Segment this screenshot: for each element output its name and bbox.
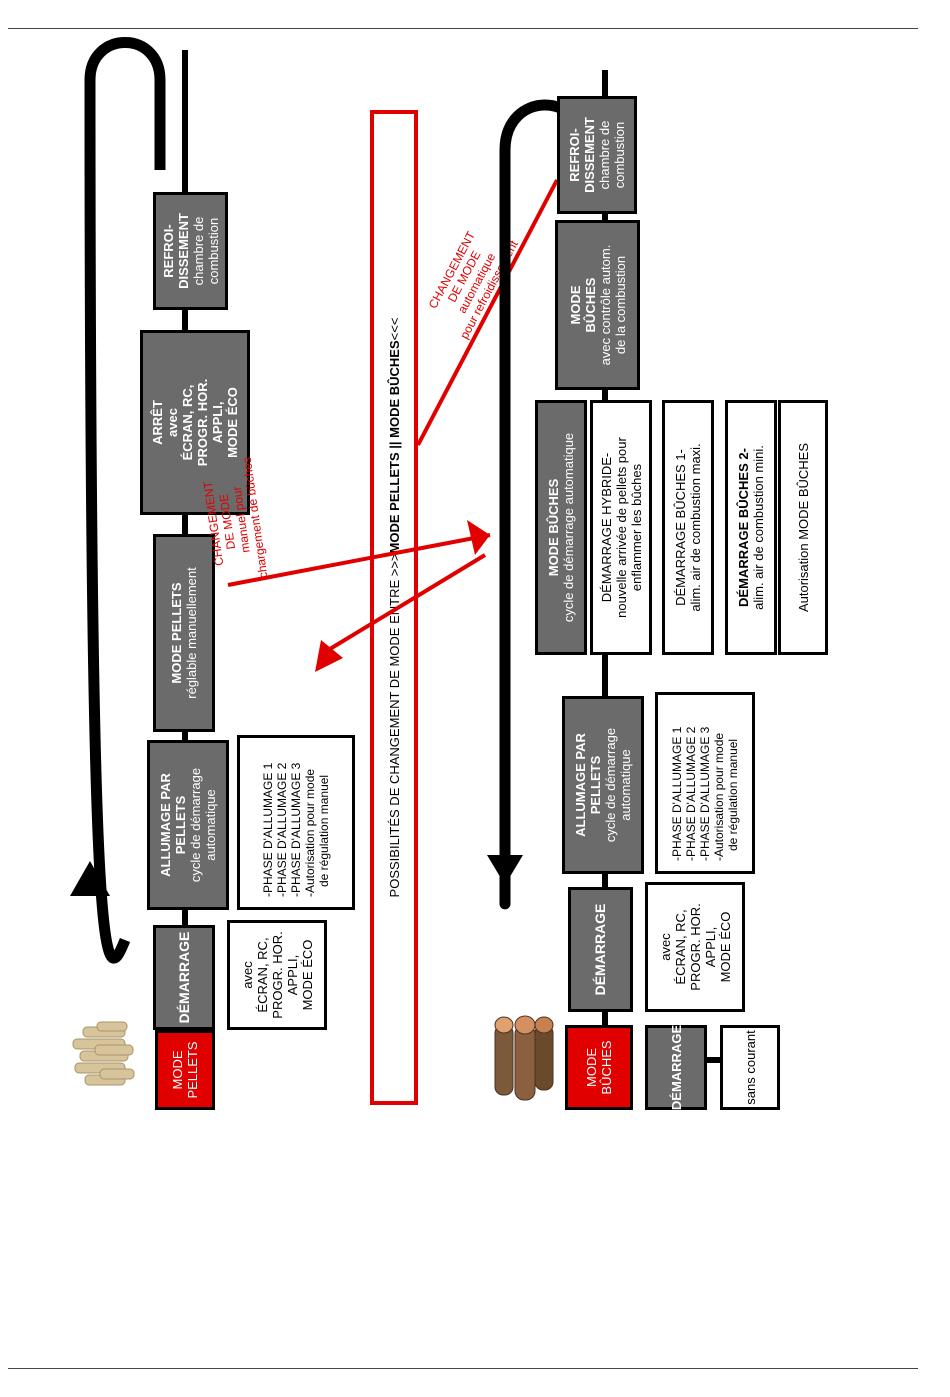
option-buches2-box: DÉMARRAGE BÛCHES 2-alim. air de combusti… <box>725 400 777 655</box>
mode-change-arrows <box>227 179 559 672</box>
demarrage-bottom-box: DÉMARRAGE <box>568 887 633 1012</box>
bottom-rule <box>8 1368 918 1369</box>
sans-courant-box: sans courant <box>720 1025 780 1110</box>
top-rule <box>8 28 918 29</box>
option-autorisation-box: Autorisation MODE BÛCHES <box>778 400 828 655</box>
demarrage-sans-courant-box: DÉMARRAGE <box>645 1025 707 1110</box>
option-buches1-box: DÉMARRAGE BÛCHES 1-alim. air de combusti… <box>662 400 714 655</box>
option-hybride-box: DÉMARRAGE HYBRIDE- nouvelle arrivée de p… <box>590 400 652 655</box>
pellets-image <box>65 1015 140 1095</box>
allumage-bottom-phases-box: -PHASE D'ALLUMAGE 1-PHASE D'ALLUMAGE 2 -… <box>655 692 755 874</box>
logs-image <box>480 1010 560 1105</box>
